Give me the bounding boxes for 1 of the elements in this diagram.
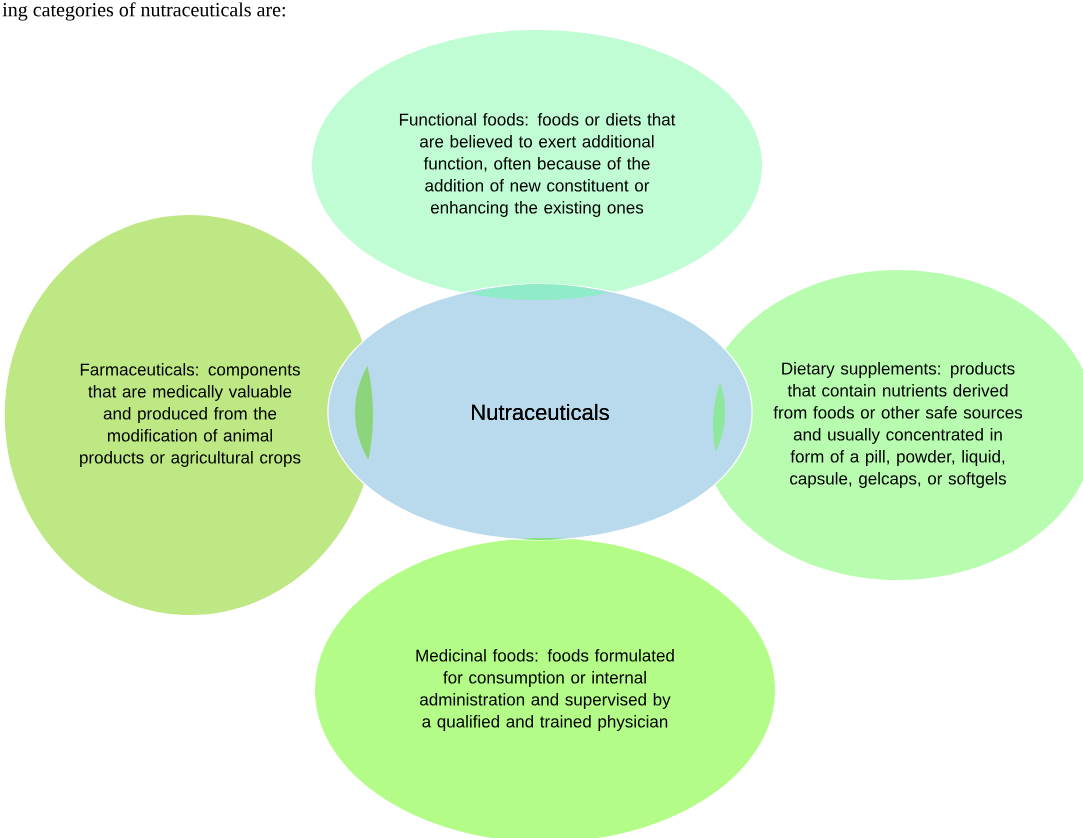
- heading-text: ing categories of nutraceuticals are:: [2, 2, 285, 21]
